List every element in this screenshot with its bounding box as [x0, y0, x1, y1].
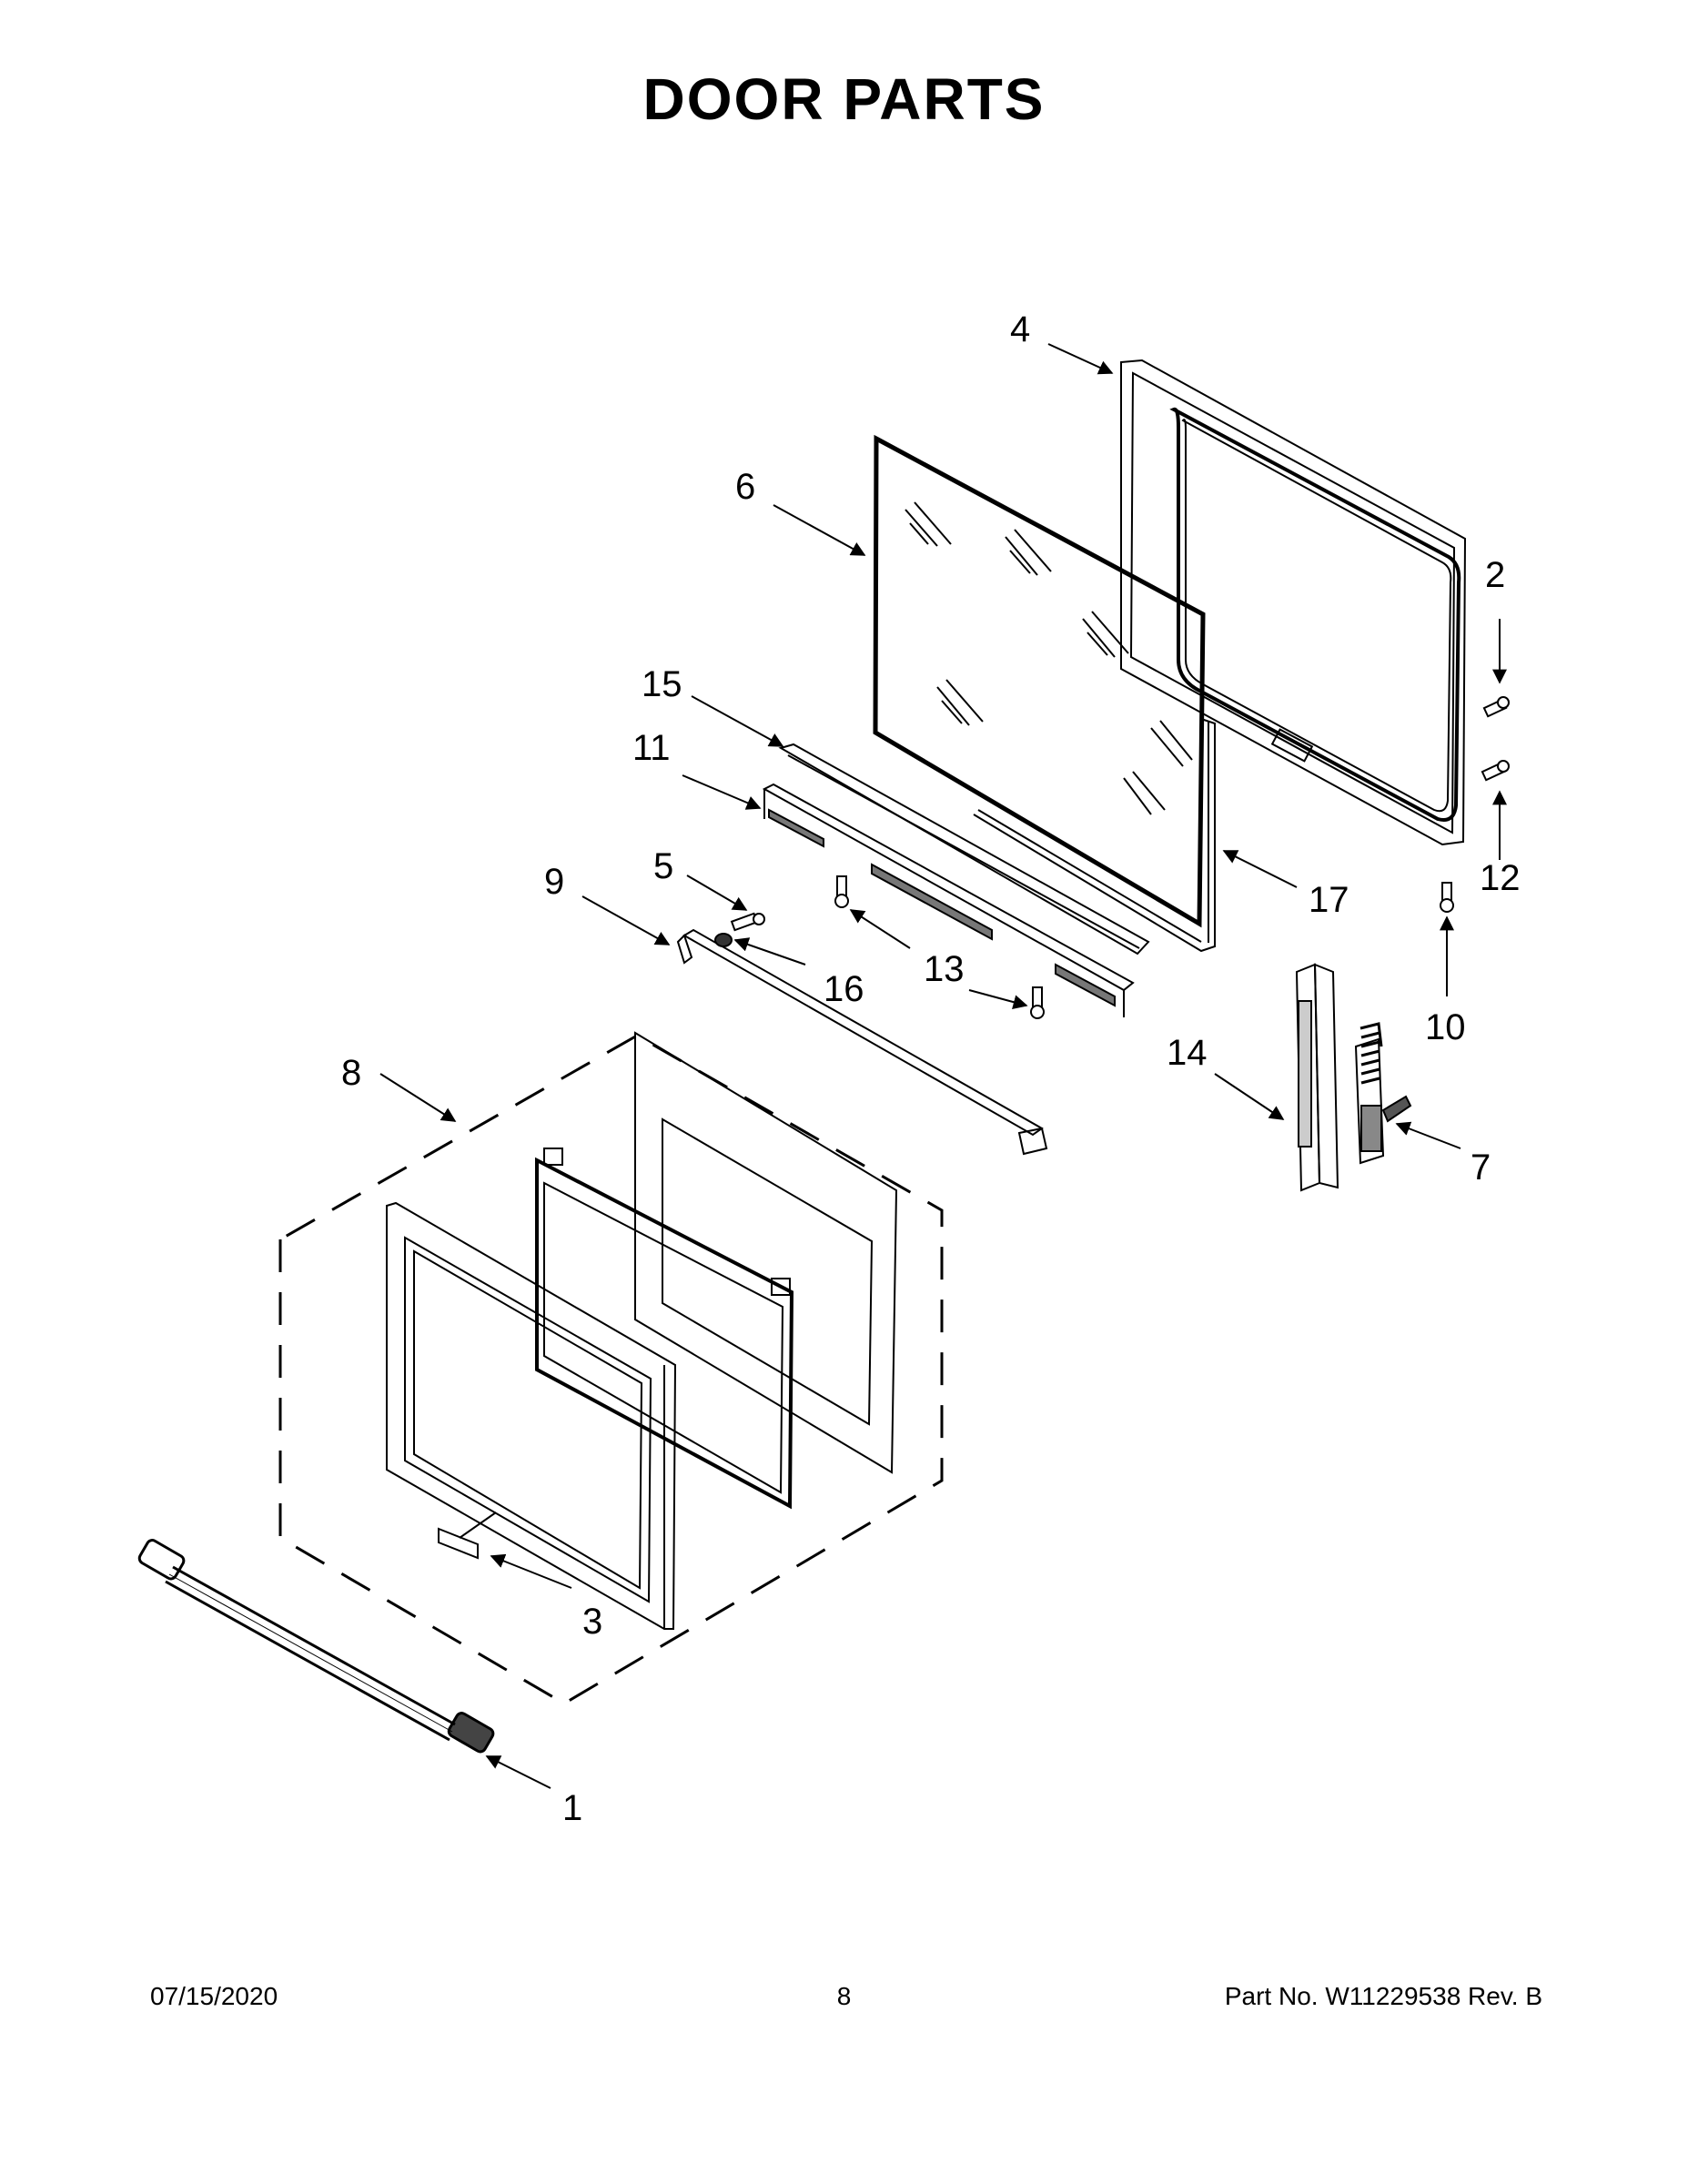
page-title: DOOR PARTS	[642, 66, 1046, 132]
callout-17: 17	[1309, 880, 1349, 920]
rear-glass-panel	[634, 1031, 898, 1474]
leader-arrows	[379, 343, 1507, 1789]
callout-11: 11	[632, 728, 671, 768]
callout-6: 6	[735, 467, 755, 507]
callout-7: 7	[1471, 1148, 1491, 1188]
vent-trim-part-15	[778, 743, 1150, 956]
door-front-frame	[386, 1201, 677, 1630]
screw-part-10	[1440, 882, 1454, 913]
footer-part-number: Part No. W11229538 Rev. B	[1224, 1982, 1542, 2010]
footer-date: 07/15/2020	[150, 1982, 278, 2010]
badge-part-3	[438, 1512, 497, 1560]
door-glass-part-6	[873, 434, 1206, 928]
inner-door-frame-part-4	[1120, 359, 1467, 846]
hinge-receiver-part-14	[1295, 963, 1339, 1192]
bracket-part-9	[676, 928, 1048, 1156]
callout-8: 8	[341, 1053, 361, 1093]
footer-page-number: 8	[836, 1982, 852, 2010]
callout-2: 2	[1485, 555, 1505, 595]
screw-part-12	[1481, 760, 1510, 782]
callout-14: 14	[1167, 1033, 1208, 1073]
screw-part-2	[1482, 696, 1510, 718]
screw-part-5	[730, 912, 765, 932]
callout-labels: 4 6 2 15 11 12 17 9 5 16 13 10 14 7 8 3 …	[341, 309, 1521, 1828]
hinge-part-7	[1354, 1022, 1412, 1165]
inner-glass-panel	[535, 1148, 794, 1510]
callout-16: 16	[824, 969, 864, 1009]
glass-seal-part-17	[973, 718, 1216, 953]
screw-part-13-b	[1030, 986, 1045, 1019]
screws	[714, 696, 1510, 1019]
washer-part-16	[714, 933, 733, 947]
callout-3: 3	[582, 1602, 602, 1642]
outer-door-assembly-part-8	[278, 1034, 944, 1705]
callout-10: 10	[1425, 1007, 1466, 1047]
callout-13: 13	[924, 949, 965, 989]
vent-baffle-part-11	[762, 783, 1135, 1017]
door-handle-part-1	[137, 1539, 495, 1754]
callout-1: 1	[562, 1788, 582, 1828]
screw-part-13-a	[834, 875, 849, 908]
callout-5: 5	[653, 846, 673, 886]
callout-15: 15	[642, 664, 682, 704]
callout-12: 12	[1480, 858, 1521, 898]
callout-4: 4	[1010, 309, 1030, 349]
callout-9: 9	[544, 862, 564, 902]
